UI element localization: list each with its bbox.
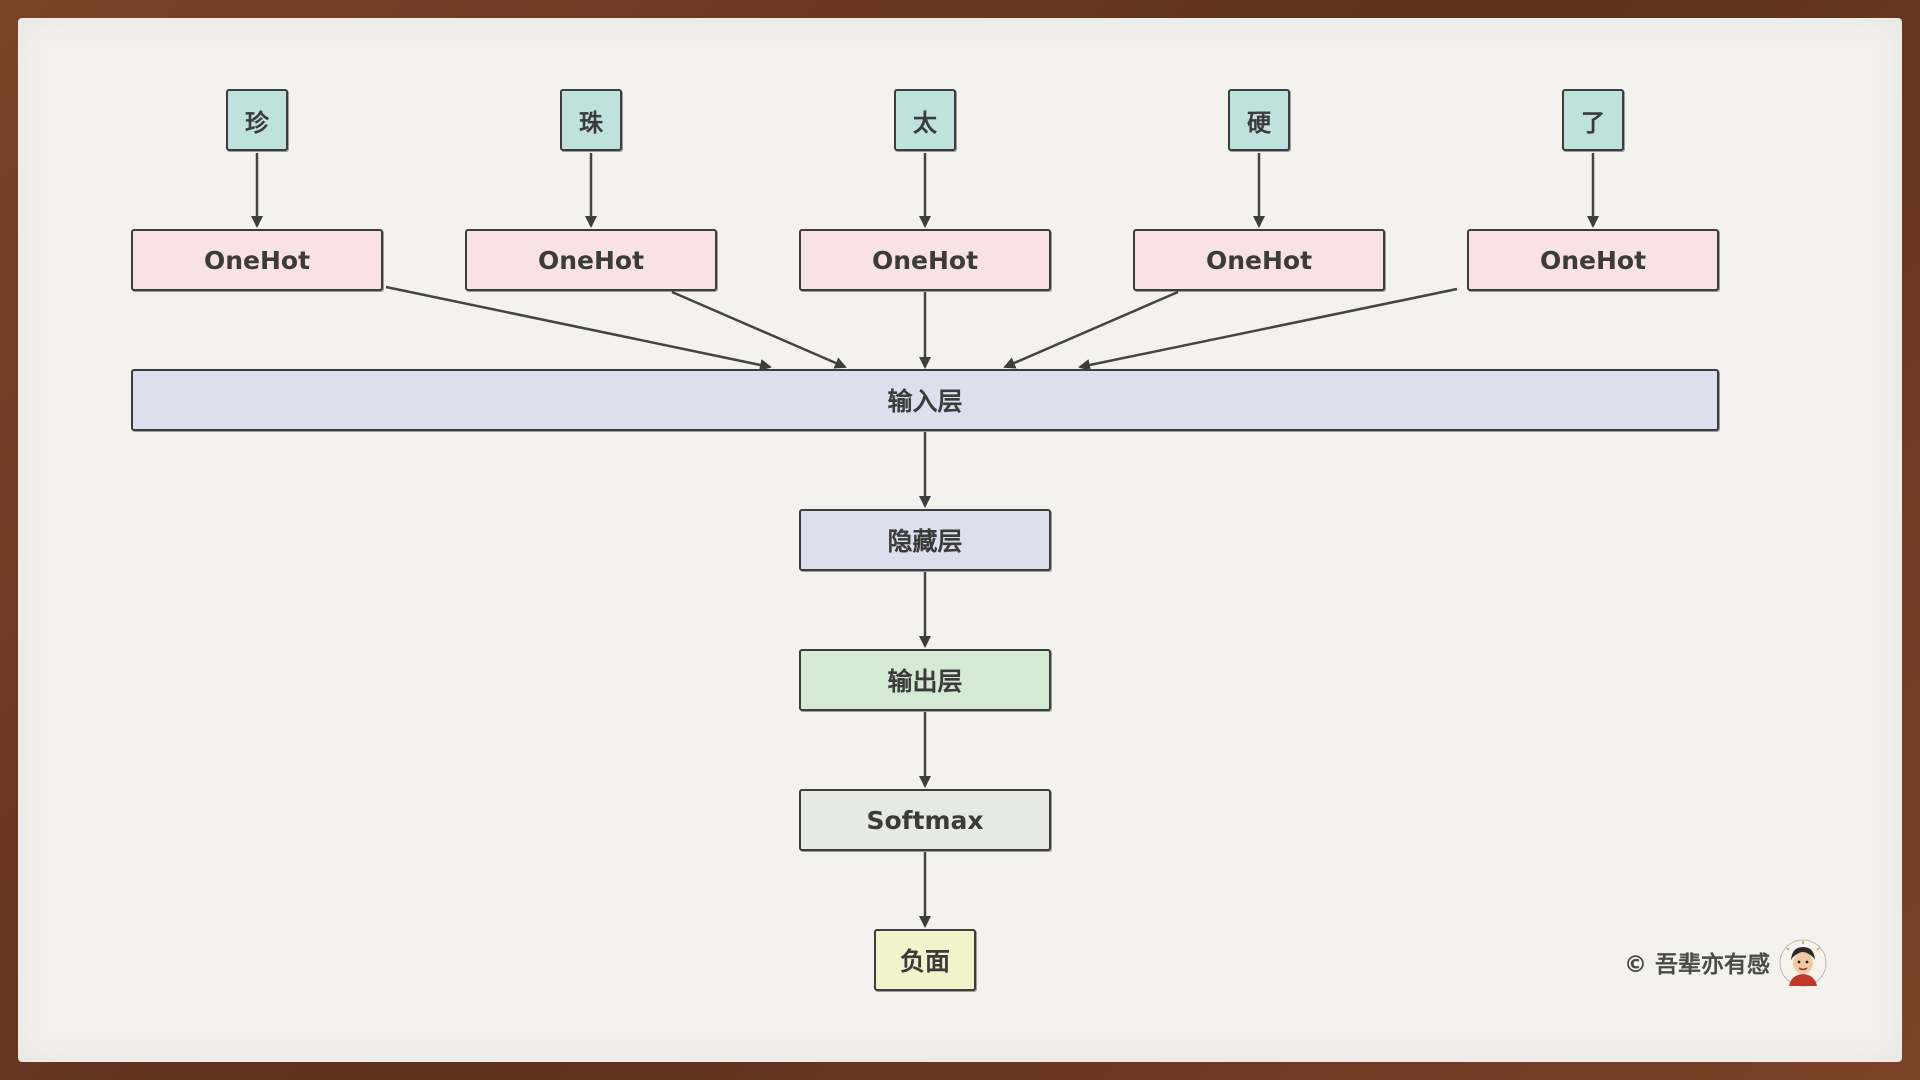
char-token-2: 珠 bbox=[560, 89, 622, 151]
char-token-1: 珍 bbox=[226, 89, 288, 151]
onehot-encoder-4: OneHot bbox=[1133, 229, 1385, 291]
char-token-4: 硬 bbox=[1228, 89, 1290, 151]
arrow-onehot-4-input bbox=[1003, 290, 1179, 369]
arrow-onehot-2-input bbox=[671, 290, 847, 369]
input-layer: 输入层 bbox=[131, 369, 1719, 431]
copyright-credit: © 吾辈亦有感 bbox=[1624, 952, 1771, 978]
onehot-encoder-5: OneHot bbox=[1467, 229, 1719, 291]
onehot-encoder-1: OneHot bbox=[131, 229, 383, 291]
onehot-encoder-2: OneHot bbox=[465, 229, 717, 291]
onehot-encoder-3: OneHot bbox=[799, 229, 1051, 291]
arrow-onehot-5-input bbox=[1078, 287, 1458, 371]
output-layer: 输出层 bbox=[799, 649, 1051, 711]
softmax-layer: Softmax bbox=[799, 789, 1051, 851]
hidden-layer: 隐藏层 bbox=[799, 509, 1051, 571]
prediction-result: 负面 bbox=[874, 929, 976, 991]
char-token-5: 了 bbox=[1562, 89, 1624, 151]
avatar-portrait-icon bbox=[1779, 939, 1827, 987]
char-token-3: 太 bbox=[894, 89, 956, 151]
arrow-onehot-1-input bbox=[385, 285, 772, 371]
